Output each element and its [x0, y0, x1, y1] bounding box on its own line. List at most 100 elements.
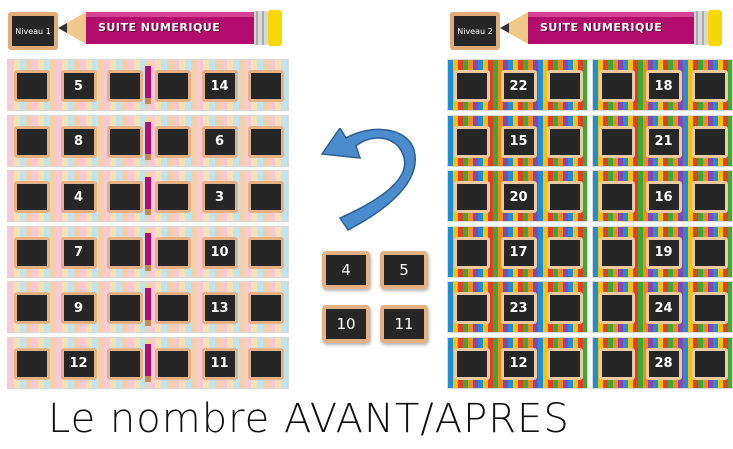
blank-slate [599, 70, 635, 102]
number-slate: 12 [500, 347, 537, 380]
number-card: 23 [447, 281, 588, 333]
blank-slate [248, 181, 284, 213]
blank-slate [692, 347, 728, 380]
number-slate: 20 [500, 181, 537, 213]
blank-slate [248, 236, 284, 269]
number-slate: 14 [201, 70, 238, 102]
number-value: 16 [654, 189, 673, 205]
blank-slate [248, 347, 284, 380]
blank-slate [155, 292, 191, 324]
example-value: 10 [336, 315, 356, 333]
blank-slate [454, 181, 490, 213]
pencil-divider-icon [145, 173, 151, 215]
number-slate: 17 [500, 236, 537, 269]
blank-slate [107, 347, 143, 380]
blank-slate [14, 236, 50, 269]
blank-slate [14, 70, 50, 102]
number-slate: 15 [500, 125, 537, 158]
pencil-icon [500, 10, 722, 46]
blank-slate [248, 292, 284, 324]
number-slate: 6 [201, 125, 238, 158]
blank-slate [454, 292, 490, 324]
level-2-title: SUITE NUMERIQUE [540, 21, 663, 34]
level-1-badge-text: Niveau 1 [15, 26, 51, 36]
blank-slate [599, 347, 635, 380]
blank-slate [107, 70, 143, 102]
number-value: 20 [509, 189, 528, 205]
example-value: 4 [341, 261, 351, 279]
number-slate: 7 [60, 236, 97, 269]
number-value: 4 [73, 189, 84, 205]
blank-slate [454, 236, 490, 269]
number-value: 17 [509, 245, 528, 260]
blank-slate [155, 70, 191, 102]
number-value: 12 [69, 356, 88, 371]
number-card: 5 [7, 59, 148, 111]
blank-slate [155, 181, 191, 213]
example-slate: 5 [380, 251, 428, 289]
blank-slate [155, 125, 191, 158]
number-card: 9 [7, 281, 148, 333]
number-value: 18 [654, 78, 673, 94]
number-slate: 4 [60, 181, 97, 213]
example-slate: 10 [322, 305, 370, 343]
blank-slate [454, 125, 490, 158]
number-value: 24 [654, 300, 673, 316]
number-card: 10 [148, 225, 289, 278]
blank-slate [599, 236, 635, 269]
number-value: 14 [210, 78, 229, 94]
level-2-badge: Niveau 2 [450, 12, 500, 50]
number-slate: 16 [645, 181, 682, 213]
level-2-pencil-banner: SUITE NUMERIQUE [500, 8, 724, 48]
number-slate: 11 [201, 347, 238, 380]
blank-slate [692, 125, 728, 158]
blank-slate [692, 236, 728, 269]
number-card: 4 [7, 170, 148, 222]
blank-slate [107, 181, 143, 213]
blank-slate [599, 181, 635, 213]
number-value: 7 [73, 245, 84, 260]
blank-slate [107, 236, 143, 269]
number-card: 14 [148, 59, 289, 111]
number-card: 6 [148, 114, 289, 167]
number-card: 17 [447, 225, 588, 278]
number-slate: 13 [201, 292, 238, 324]
blank-slate [107, 292, 143, 324]
number-card: 13 [148, 281, 289, 333]
pencil-divider-icon [145, 62, 151, 104]
blank-slate [547, 236, 583, 269]
number-card: 28 [592, 336, 733, 389]
level-1-badge: Niveau 1 [8, 12, 58, 50]
number-value: 6 [214, 134, 225, 149]
blank-slate [692, 292, 728, 324]
number-value: 5 [73, 78, 84, 94]
number-slate: 22 [500, 70, 537, 102]
number-slate: 21 [645, 125, 682, 158]
level-2-badge-text: Niveau 2 [457, 26, 493, 36]
number-value: 19 [654, 245, 673, 260]
number-slate: 18 [645, 70, 682, 102]
number-card: 21 [592, 114, 733, 167]
blank-slate [248, 70, 284, 102]
blank-slate [14, 181, 50, 213]
number-card: 16 [592, 170, 733, 222]
example-slate: 4 [322, 251, 370, 289]
pencil-divider-icon [145, 228, 151, 271]
blank-slate [547, 70, 583, 102]
number-value: 22 [509, 78, 528, 94]
number-slate: 8 [60, 125, 97, 158]
blank-slate [692, 181, 728, 213]
blank-slate [155, 236, 191, 269]
number-value: 12 [509, 356, 528, 371]
number-value: 10 [210, 245, 229, 260]
number-value: 28 [654, 356, 673, 371]
number-slate: 28 [645, 347, 682, 380]
blank-slate [155, 347, 191, 380]
pencil-divider-icon [145, 117, 151, 160]
blank-slate [599, 292, 635, 324]
number-card: 11 [148, 336, 289, 389]
example-value: 11 [394, 315, 414, 333]
number-card: 24 [592, 281, 733, 333]
number-slate: 3 [201, 181, 238, 213]
number-slate: 23 [500, 292, 537, 324]
